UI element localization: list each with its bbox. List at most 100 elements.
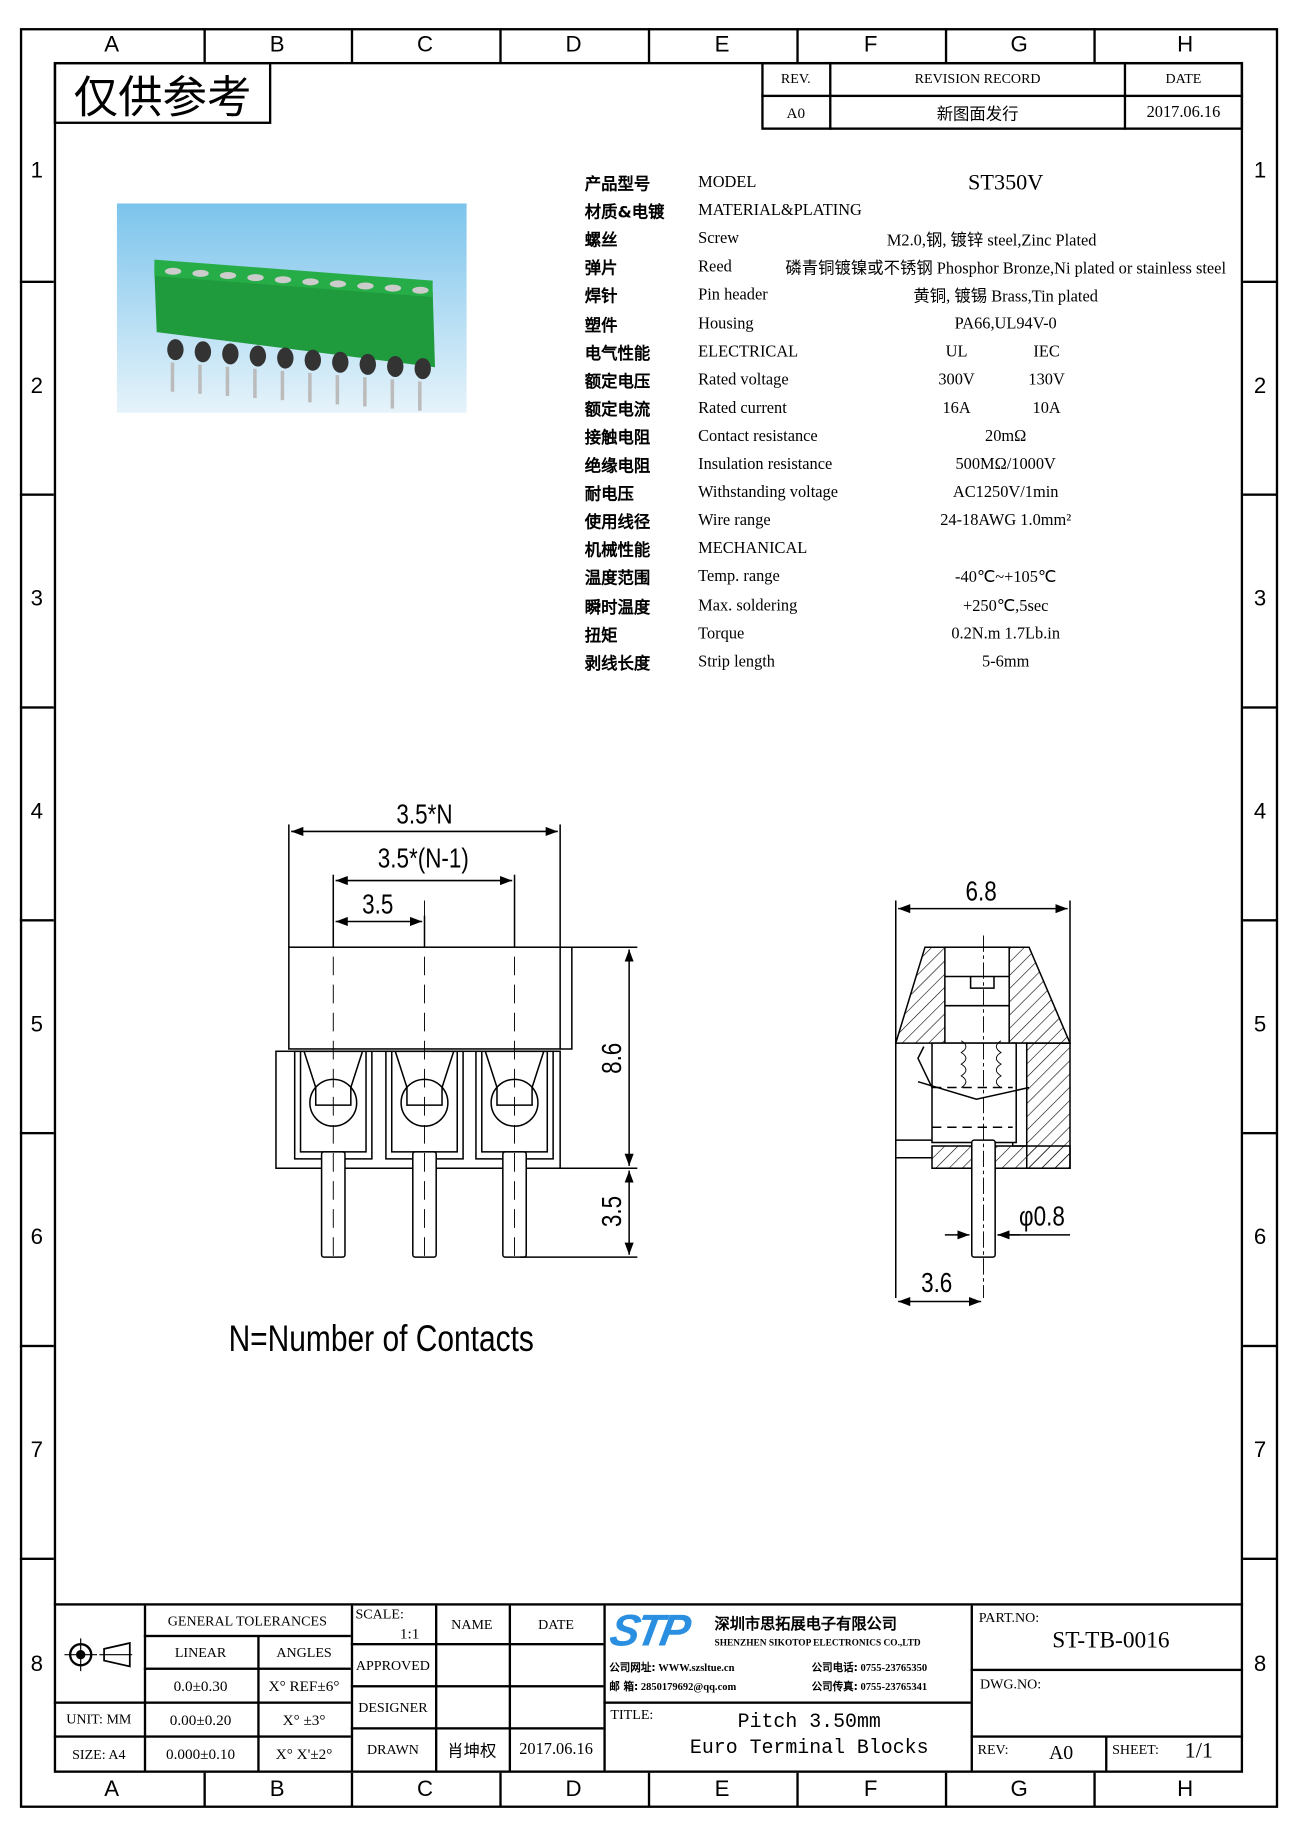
wire-entry [414, 358, 431, 380]
spec-label-cn: 温度范围 [584, 569, 651, 589]
spec-value: 24-18AWG 1.0mm² [940, 512, 1072, 530]
spec-value: M2.0,钢, 镀锌 steel,Zinc Plated [886, 232, 1097, 251]
wire-entry [332, 351, 349, 373]
spec-label-cn: 材质&电镀 [584, 203, 665, 223]
screw-hole [357, 282, 374, 290]
screw-hole [329, 280, 347, 288]
divider [647, 1772, 651, 1807]
rev-header: REV. [780, 70, 811, 87]
wire-entry [249, 345, 267, 367]
divider [1243, 919, 1277, 922]
pin [253, 368, 257, 399]
screw-hole [164, 267, 182, 275]
zone-row-left: 7 [30, 1438, 44, 1463]
divider [829, 61, 832, 130]
divider [257, 1635, 260, 1772]
spec-label-cn: 剥线长度 [584, 654, 651, 674]
divider [1105, 1736, 1108, 1772]
dim-pin-diameter: φ0.8 [1019, 1200, 1065, 1233]
spec-label-en: Torque [698, 625, 745, 643]
dwg-no-label: DWG.NO: [979, 1675, 1042, 1693]
spec-value-iec: 10A [1032, 399, 1061, 418]
divider [796, 1772, 799, 1807]
spec-label-en: Max. soldering [698, 596, 798, 615]
zone-row-right: 8 [1253, 1652, 1267, 1677]
spec-label-en: MODEL [698, 174, 757, 192]
divider [970, 1668, 1244, 1672]
zone-row-left: 3 [30, 587, 44, 612]
zone-row-right: 7 [1253, 1438, 1267, 1463]
angles-label: ANGLES [276, 1643, 332, 1660]
spec-label-en: Insulation resistance [698, 456, 833, 474]
zone-column-bottom: F [863, 1776, 878, 1802]
screw-hole [219, 272, 237, 280]
spec-value: -40℃~+105℃ [955, 569, 1057, 587]
wire-entry [222, 343, 239, 365]
spec-label-en: ELECTRICAL [698, 343, 799, 361]
sheet-value: 1/1 [1184, 1738, 1213, 1764]
divider [647, 28, 651, 62]
spec-label-cn: 焊针 [584, 288, 618, 307]
company-fax: 公司传真: 0755-23765341 [812, 1678, 928, 1693]
spec-value-iec: IEC [1033, 343, 1060, 361]
general-tolerances-label: GENERAL TOLERANCES [167, 1612, 327, 1629]
divider [350, 1605, 354, 1772]
spec-value: PA66,UL94V-0 [954, 315, 1057, 333]
wire-entry [167, 339, 184, 361]
date-header: DATE [538, 1616, 574, 1633]
spec-value: 500MΩ/1000V [955, 456, 1056, 474]
zone-row-left: 1 [30, 158, 44, 184]
pin [308, 373, 312, 403]
company-web: 公司网址: WWW.szsltue.cn [609, 1659, 735, 1675]
divider [1243, 1131, 1277, 1135]
pin [363, 377, 367, 407]
spec-value-ul: UL [945, 343, 968, 361]
zone-row-left: 2 [30, 374, 44, 399]
divider [19, 919, 54, 922]
divider [970, 1605, 973, 1772]
zone-column-top: C [417, 32, 434, 57]
designer-label: DESIGNER [358, 1698, 428, 1715]
zone-column-top: H [1177, 32, 1194, 57]
pin [390, 379, 395, 409]
sheet-label: SHEET: [1112, 1741, 1159, 1758]
unit-label: UNIT: MM [66, 1710, 132, 1728]
drawn-label: DRAWN [366, 1741, 419, 1758]
web-value: WWW.szsltue.cn [658, 1661, 735, 1674]
zone-column-top: F [863, 32, 878, 57]
zone-column-bottom: G [1010, 1776, 1028, 1802]
divider [19, 1131, 54, 1135]
divider [203, 1772, 206, 1807]
divider [1243, 280, 1277, 283]
divider [19, 280, 54, 283]
phone-value: 0755-23765350 [860, 1661, 928, 1674]
spec-label-en: Temp. range [698, 568, 780, 587]
linear-label: LINEAR [174, 1643, 227, 1660]
revision-record-value: 新图面发行 [936, 104, 1019, 124]
zone-column-bottom: E [714, 1776, 730, 1802]
screw-hole [274, 276, 292, 284]
divider [508, 1605, 512, 1772]
pin [335, 375, 340, 405]
dim-side-width: 6.8 [965, 875, 997, 908]
spec-value-iec: 130V [1028, 371, 1065, 390]
zone-column-bottom: H [1177, 1776, 1194, 1802]
revision-date-value: 2017.06.16 [1146, 103, 1221, 122]
title-label: TITLE: [610, 1706, 654, 1723]
spec-value: 20mΩ [985, 427, 1027, 446]
divider [19, 1344, 54, 1348]
screw-hole [192, 269, 209, 277]
tol-angle-1: X° REF±6° [268, 1676, 340, 1694]
zone-row-right: 5 [1253, 1012, 1267, 1038]
zone-row-left: 8 [30, 1652, 44, 1677]
title-line-1: Pitch 3.50mm [737, 1712, 881, 1735]
pin [170, 362, 175, 392]
spec-value-ul: 16A [942, 399, 971, 418]
zone-column-top: A [104, 32, 120, 57]
side-view [894, 900, 1072, 1307]
divider [944, 1772, 948, 1807]
divider [350, 1643, 604, 1646]
spec-label-cn: 塑件 [584, 316, 618, 336]
tol-linear-1: 0.0±0.30 [173, 1676, 228, 1694]
stamp-text: 仅供参考 [73, 71, 252, 123]
